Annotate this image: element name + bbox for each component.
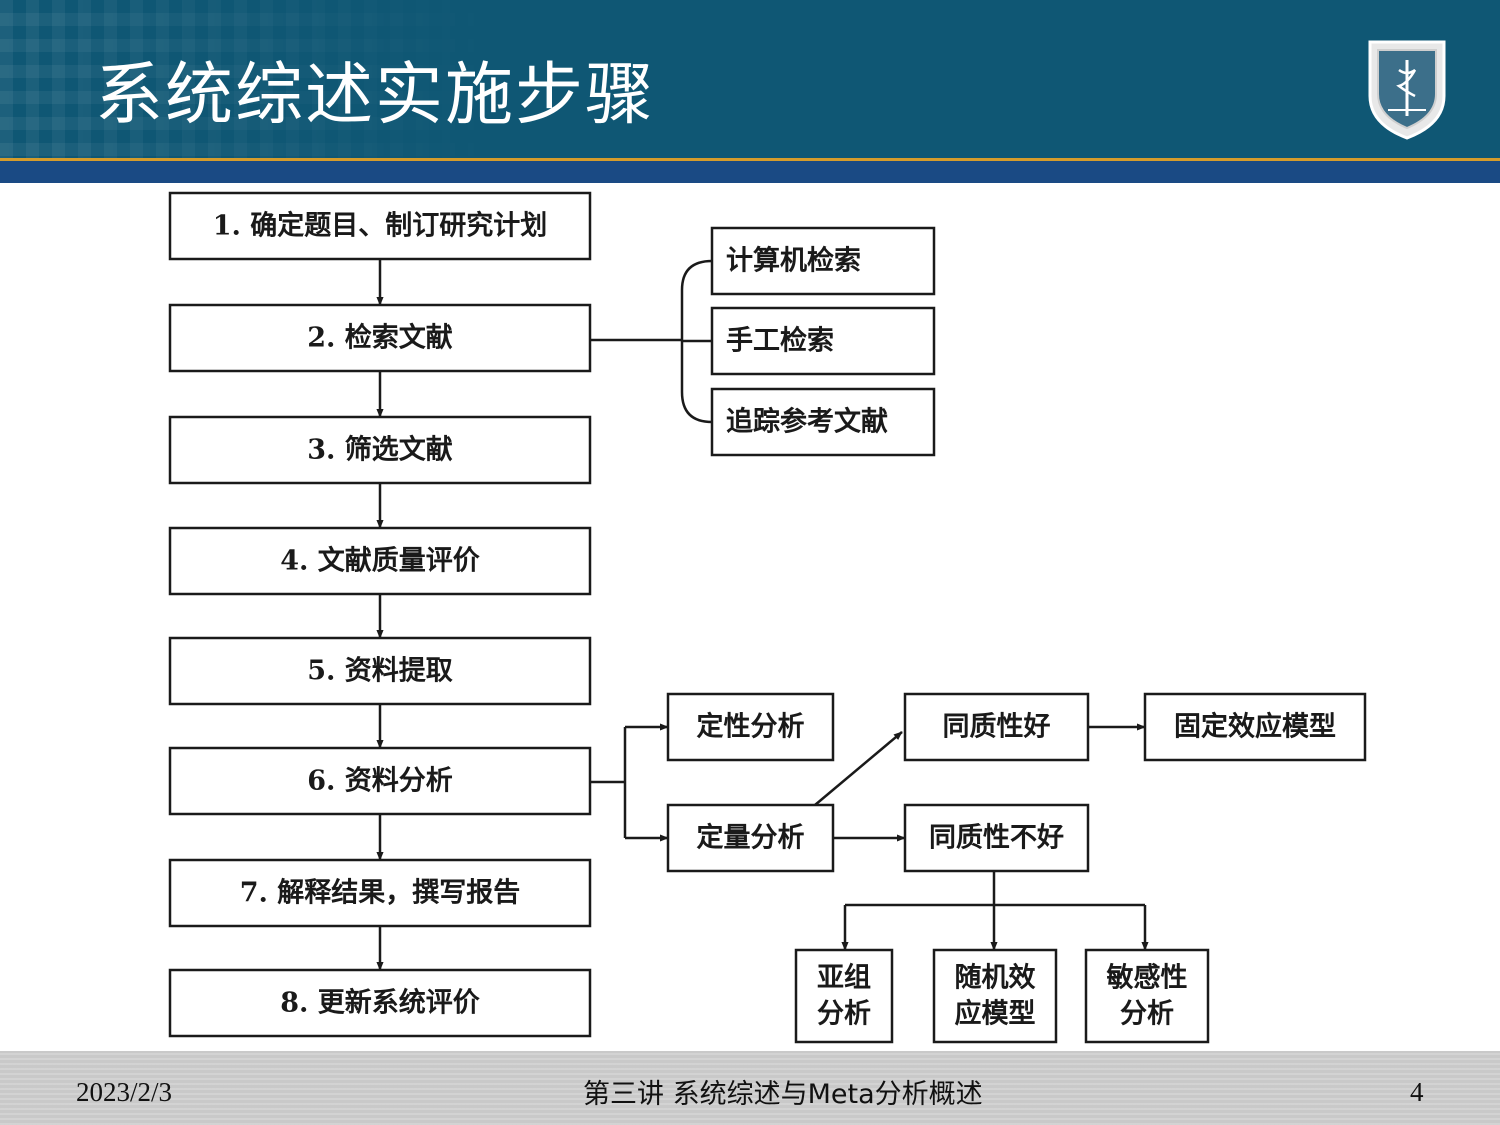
- quantitative-analysis-box-label: 定量分析: [697, 822, 805, 854]
- qualitative-analysis-box: 定性分析: [666, 692, 835, 762]
- slide-footer: [0, 1051, 1500, 1125]
- slide-title: 系统综述实施步骤: [95, 56, 656, 135]
- flowchart: 1. 确定题目、制订研究计划 2. 检索文献 3. 筛选文献 4. 文献质量评价 5. …: [168, 191, 1367, 1044]
- step-3-box: 3. 筛选文献: [168, 415, 592, 485]
- homogeneity-good-box: 同质性好: [903, 692, 1090, 762]
- branch-3-box-label: 敏感性: [1106, 961, 1188, 993]
- search-method-1-box: 计算机检索: [710, 226, 936, 296]
- step-2-box-label: 2. 检索文献: [307, 322, 453, 354]
- search-method-3-box: 追踪参考文献: [710, 387, 936, 457]
- step-4-box-label: 4. 文献质量评价: [280, 545, 481, 577]
- slide-content: 1. 确定题目、制订研究计划 2. 检索文献 3. 筛选文献 4. 文献质量评价 5. …: [0, 183, 1500, 1051]
- step-8-box-label: 8. 更新系统评价: [280, 987, 481, 1019]
- header-band: [0, 161, 1500, 183]
- slide-header: [0, 0, 1500, 160]
- step-6-box: 6. 资料分析: [168, 746, 592, 816]
- search-method-2-box-label: 手工检索: [726, 325, 834, 357]
- quantitative-analysis-box: 定量分析: [666, 803, 835, 873]
- step-8-box: 8. 更新系统评价: [168, 968, 592, 1038]
- search-method-3-box-frame: [710, 387, 936, 457]
- step-5-box: 5. 资料提取: [168, 636, 592, 706]
- branch-3-box-label: 分析: [1120, 999, 1174, 1030]
- quantitative-analysis-box-frame: [666, 803, 835, 873]
- branch-1-box-label: 分析: [817, 999, 871, 1030]
- branch-2-box-frame: [932, 948, 1058, 1044]
- branch-3-box-frame: [1084, 948, 1210, 1044]
- step-6-box-frame: [168, 746, 592, 816]
- step-3-box-label: 3. 筛选文献: [307, 434, 453, 466]
- footer-title: 第三讲 系统综述与Meta分析概述: [583, 1079, 983, 1110]
- step-7-box: 7. 解释结果，撰写报告: [168, 858, 592, 928]
- step-4-box: 4. 文献质量评价: [168, 526, 592, 596]
- branch-2-box-label: 应模型: [955, 998, 1036, 1030]
- step-1-box: 1. 确定题目、制订研究计划: [168, 191, 592, 261]
- homogeneity-poor-box: 同质性不好: [903, 803, 1090, 873]
- qualitative-analysis-box-label: 定性分析: [697, 711, 805, 743]
- step-1-box-label: 1. 确定题目、制订研究计划: [213, 210, 548, 242]
- step-1-box-frame: [168, 191, 592, 261]
- header-accent-line: [0, 158, 1500, 161]
- step-6-box-label: 6. 资料分析: [307, 766, 453, 797]
- search-method-3-box-label: 追踪参考文献: [726, 406, 888, 438]
- homogeneity-poor-box-label: 同质性不好: [929, 823, 1064, 854]
- fixed-effect-model-box-label: 固定效应模型: [1174, 711, 1336, 743]
- to-homogeneity-good: [814, 731, 903, 806]
- branch-1-box-frame: [794, 948, 894, 1044]
- branch-2-box-label: 随机效: [955, 962, 1036, 993]
- step-7-box-label: 7. 解释结果，撰写报告: [240, 878, 521, 909]
- step-2-box: 2. 检索文献: [168, 303, 592, 373]
- fixed-effect-model-box: 固定效应模型: [1143, 692, 1367, 762]
- qualitative-analysis-box-frame: [666, 692, 835, 762]
- search-method-2-box-frame: [710, 306, 936, 376]
- fixed-effect-model-box-frame: [1143, 692, 1367, 762]
- step-3-box-frame: [168, 415, 592, 485]
- step-2-box-frame: [168, 303, 592, 373]
- step-7-box-frame: [168, 858, 592, 928]
- footer-date: 2023/2/3: [76, 1077, 173, 1107]
- homogeneity-good-box-label: 同质性好: [943, 712, 1051, 743]
- homogeneity-good-box-frame: [903, 692, 1090, 762]
- step-5-box-label: 5. 资料提取: [307, 656, 453, 687]
- checker-pattern: [0, 0, 500, 160]
- search-method-1-box-label: 计算机检索: [726, 245, 861, 277]
- university-emblem-icon: [1368, 40, 1446, 140]
- step-5-box-frame: [168, 636, 592, 706]
- search-method-1-box-frame: [710, 226, 936, 296]
- homogeneity-poor-box-frame: [903, 803, 1090, 873]
- step-4-box-frame: [168, 526, 592, 596]
- search-method-2-box: 手工检索: [710, 306, 936, 376]
- page-number: 4: [1410, 1077, 1424, 1107]
- branch-1-box-label: 亚组: [817, 961, 871, 993]
- step-8-box-frame: [168, 968, 592, 1038]
